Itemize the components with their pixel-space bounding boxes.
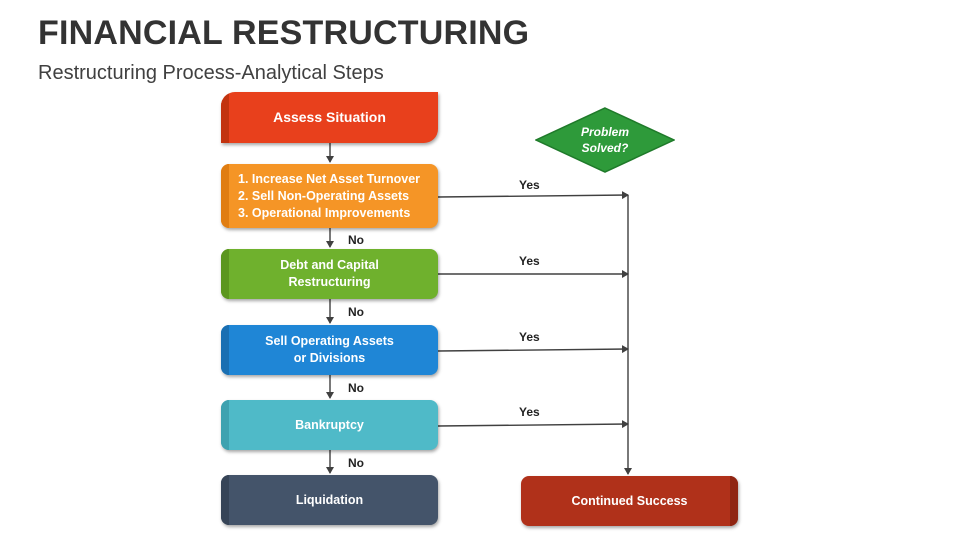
decision-line-1: Problem: [580, 125, 629, 139]
sell-line-1: Sell Operating Assets: [265, 334, 394, 348]
arrow-steps-yes: [437, 191, 629, 200]
sell-assets-label: Sell Operating Assets or Divisions: [255, 333, 404, 367]
yes-label: Yes: [519, 330, 540, 344]
debt-line-2: Restructuring: [288, 275, 371, 289]
bankruptcy-label: Bankruptcy: [295, 417, 364, 432]
liquidation-label: Liquidation: [295, 492, 364, 507]
yes-label: Yes: [519, 254, 540, 268]
box-shade: [221, 475, 229, 525]
yes-label: Yes: [519, 178, 540, 192]
sell-line-2: or Divisions: [293, 351, 366, 365]
improvement-steps-list: 1. Increase Net Asset Turnover 2. Sell N…: [221, 171, 430, 222]
arrow-sell-yes: [437, 345, 629, 354]
no-label: No: [348, 381, 364, 395]
assess-situation-box: Assess Situation: [221, 92, 438, 143]
page-subtitle: Restructuring Process-Analytical Steps: [38, 62, 384, 84]
no-label: No: [348, 233, 364, 247]
step-item: 3. Operational Improvements: [238, 205, 411, 220]
arrow-bankruptcy-yes: [437, 420, 629, 429]
liquidation-box: Liquidation: [221, 475, 438, 525]
sell-assets-box: Sell Operating Assets or Divisions: [221, 325, 438, 375]
no-label: No: [348, 456, 364, 470]
step-item: 2. Sell Non-Operating Assets: [238, 188, 410, 203]
yes-label: Yes: [519, 405, 540, 419]
box-shade: [730, 476, 738, 526]
step-item: 1. Increase Net Asset Turnover: [238, 171, 421, 186]
no-label: No: [348, 305, 364, 319]
decision-line-2: Solved?: [581, 141, 629, 155]
continued-success-box: Continued Success: [521, 476, 738, 526]
bankruptcy-box: Bankruptcy: [221, 400, 438, 450]
page-title: FINANCIAL RESTRUCTURING: [38, 14, 530, 52]
box-shade: [221, 249, 229, 299]
box-shade: [221, 400, 229, 450]
decision-diamond: [535, 107, 675, 173]
improvement-steps-box: 1. Increase Net Asset Turnover 2. Sell N…: [221, 164, 438, 228]
box-shade: [221, 92, 229, 143]
debt-line-1: Debt and Capital: [280, 258, 379, 272]
continued-success-label: Continued Success: [571, 493, 688, 508]
box-shade: [221, 325, 229, 375]
box-shade: [221, 164, 229, 228]
assess-situation-label: Assess Situation: [273, 109, 386, 125]
